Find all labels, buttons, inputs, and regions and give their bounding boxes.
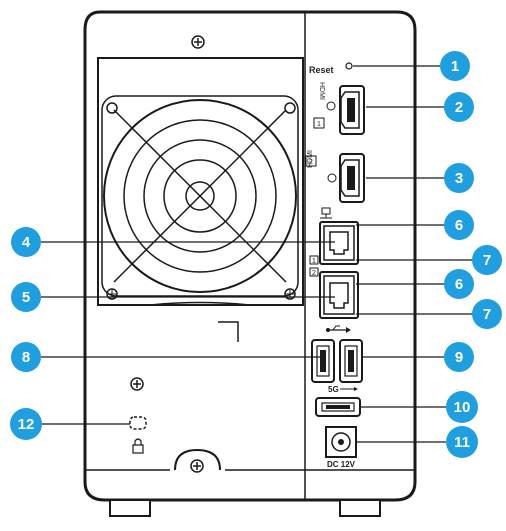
usb-port-icon [339,339,363,383]
usb-speed-label: 5G [328,385,339,394]
screw-icon [190,459,204,473]
callout-badge: 3 [444,163,474,193]
reset-label: Reset [309,65,334,75]
svg-text:2: 2 [455,99,463,116]
svg-text:1: 1 [451,58,459,75]
callout-badge: 12 [10,408,42,440]
svg-text:4: 4 [22,234,31,251]
usb-port-icon [311,339,335,383]
svg-text:7: 7 [483,306,491,323]
dc-label: DC 12V [327,460,356,469]
security-slot-icon [129,416,147,430]
svg-text:6: 6 [455,217,463,234]
screw-icon [191,35,205,49]
usb-symbol-icon [340,387,358,391]
hdmi-port-icon: HDMI 1 [313,82,365,135]
callout-badge: 6 [444,269,474,299]
hdmi2-label: HDMI [307,150,314,168]
svg-text:6: 6 [455,276,463,293]
reset-button [345,62,353,70]
callout-badge: 8 [11,342,41,372]
network-icon [320,207,332,219]
svg-text:12: 12 [18,416,35,433]
callout-badge: 10 [446,391,478,423]
callout-lines [41,65,475,443]
svg-text:7: 7 [483,252,491,269]
callout-badge: 7 [472,245,502,275]
svg-text:3: 3 [455,170,463,187]
svg-text:9: 9 [455,349,463,366]
usb-symbol-icon [326,325,351,333]
callout-badge: 1 [440,51,470,81]
callout-badge: 9 [444,342,474,372]
hdmi-port-icon: 2 HDMI [305,150,365,203]
callout-badge: 7 [472,299,502,329]
lan-port-icon: 2 [309,267,359,319]
corner-mark [218,321,239,342]
svg-text:11: 11 [454,434,470,451]
lan-port-icon: 1 [309,221,359,265]
fan-icon [97,57,304,306]
lock-icon [132,438,144,454]
callout-badge: 6 [444,210,474,240]
hdmi1-number: 1 [317,121,321,128]
hdmi1-label: HDMI [318,82,325,100]
lan1-number: 1 [312,258,316,265]
callout-badge: 2 [444,92,474,122]
svg-text:5: 5 [22,289,30,306]
callout-badge: 5 [11,282,41,312]
svg-text:8: 8 [22,349,30,366]
lan2-number: 2 [312,270,316,277]
svg-text:10: 10 [454,399,471,416]
callout-badge: 11 [446,426,478,458]
hdmi2-number: 2 [309,159,313,166]
screw-icon [130,377,144,391]
chassis [83,10,417,517]
callout-badge: 4 [11,227,41,257]
